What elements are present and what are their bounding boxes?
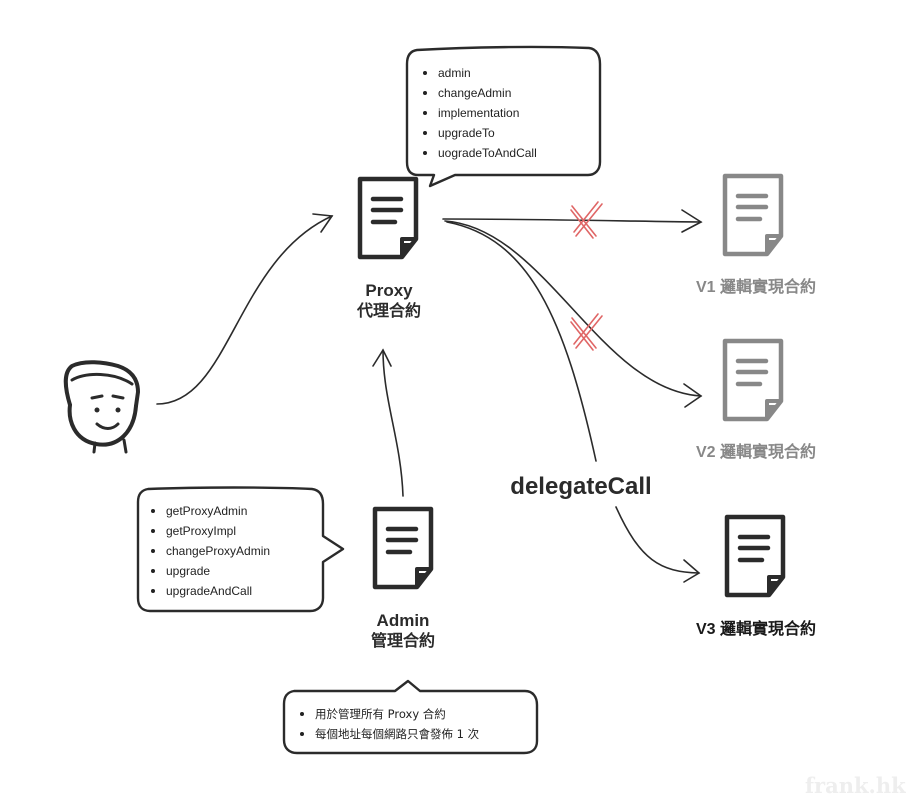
v2-document-icon <box>725 341 781 419</box>
bullet-dot <box>151 509 155 513</box>
list-item: upgradeTo <box>438 126 495 140</box>
proxy-functions-callout: admin changeAdmin implementation upgradeTo u… <box>405 45 602 188</box>
cross-icon <box>570 201 603 239</box>
admin-subtitle: 管理合約 <box>371 631 435 650</box>
bullet-dot <box>423 131 427 135</box>
proxy-to-v3-arrow <box>446 221 701 583</box>
v1-label: V1 邏輯實現合約 <box>696 277 816 296</box>
list-item: 每個地址每個網路只會發佈 1 次 <box>315 727 480 741</box>
bullet-dot <box>151 589 155 593</box>
v3-label: V3 邏輯實現合約 <box>696 619 816 638</box>
bullet-dot <box>300 732 304 736</box>
proxy-title: Proxy <box>365 281 413 300</box>
bullet-dot <box>423 111 427 115</box>
delegate-call-label: delegateCall <box>510 473 651 500</box>
proxy-to-v2-arrow <box>444 220 703 408</box>
admin-document-icon <box>375 509 431 587</box>
bullet-dot <box>151 569 155 573</box>
admin-functions-callout: getProxyAdmin getProxyImpl changeProxyAdmi… <box>136 486 345 613</box>
list-item: getProxyImpl <box>166 524 236 538</box>
list-item: implementation <box>438 106 519 120</box>
admin-title: Admin <box>377 611 430 630</box>
v3-document-icon <box>727 517 783 595</box>
list-item: changeAdmin <box>438 86 511 100</box>
proxy-subtitle: 代理合約 <box>356 301 421 320</box>
list-item: upgradeAndCall <box>166 584 252 598</box>
bullet-dot <box>423 91 427 95</box>
bullet-dot <box>423 71 427 75</box>
list-item: admin <box>438 66 471 80</box>
bullet-dot <box>151 549 155 553</box>
bullet-dot <box>423 151 427 155</box>
user-face-icon <box>63 360 140 454</box>
list-item: getProxyAdmin <box>166 504 247 518</box>
bullet-dot <box>300 712 304 716</box>
bullet-dot <box>151 529 155 533</box>
admin-to-proxy-arrow <box>372 348 404 497</box>
user-to-proxy-arrow <box>156 213 334 405</box>
cross-icon <box>570 313 603 351</box>
list-item: changeProxyAdmin <box>166 544 270 558</box>
v1-document-icon <box>725 176 781 254</box>
list-item: uogradeToAndCall <box>438 146 537 160</box>
proxy-to-v1-arrow <box>442 209 703 233</box>
watermark: frank.hk <box>805 773 906 798</box>
list-item: 用於管理所有 Proxy 合約 <box>315 707 446 721</box>
v2-label: V2 邏輯實現合約 <box>696 442 816 461</box>
proxy-document-icon <box>360 179 416 257</box>
list-item: upgrade <box>166 564 210 578</box>
